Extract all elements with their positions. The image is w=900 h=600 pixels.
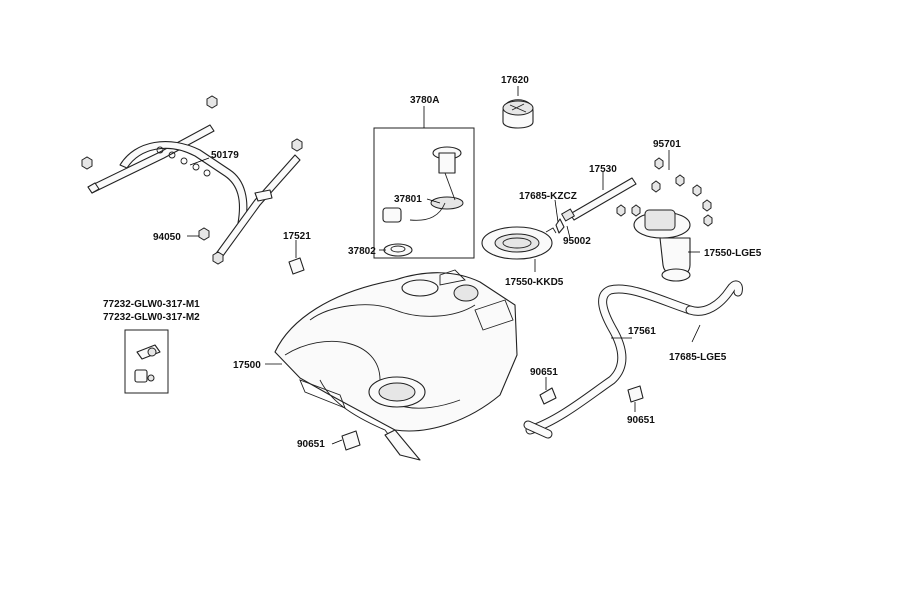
- label-37802: 37802: [348, 246, 376, 257]
- label-17550-lge5: 17550-LGE5: [704, 248, 762, 259]
- gasket-ring-17550-kkd5: [481, 226, 557, 260]
- fuel-gauge-sender-box: [373, 127, 475, 259]
- label-90651-b: 90651: [627, 415, 655, 426]
- vent-tube-17530: [560, 177, 637, 222]
- leader-lines: [187, 86, 701, 445]
- label-17550-kkd5: 17550-KKD5: [505, 277, 564, 288]
- label-17561: 17561: [628, 326, 656, 337]
- fuel-hose-17561: [523, 284, 695, 439]
- label-3780A: 3780A: [410, 95, 439, 106]
- label-37801: 37801: [394, 194, 422, 205]
- fuel-cap-17620: [502, 99, 534, 129]
- fuel-hose-17685-lge5: [685, 280, 743, 316]
- label-77232-m1: 77232-GLW0-317-M1: [103, 299, 200, 310]
- fuel-tank-band-assembly: [81, 95, 303, 265]
- label-90651-c: 90651: [297, 439, 325, 450]
- hose-clamp-c: [341, 430, 361, 451]
- label-50179: 50179: [211, 150, 239, 161]
- label-17685-lge5: 17685-LGE5: [669, 352, 727, 363]
- connector-box-77232: [124, 329, 169, 394]
- label-95701: 95701: [653, 139, 681, 150]
- label-17685-kzcz: 17685-KZCZ: [519, 191, 577, 202]
- label-90651-a: 90651: [530, 367, 558, 378]
- hose-clamp-b: [627, 385, 644, 403]
- label-94050: 94050: [153, 232, 181, 243]
- label-17500: 17500: [233, 360, 261, 371]
- label-95002: 95002: [563, 236, 591, 247]
- lock-nut-37802: [383, 243, 413, 257]
- bolts-95701: [616, 157, 713, 227]
- label-17530: 17530: [589, 164, 617, 175]
- bracket-17521-shape: [288, 257, 305, 275]
- hose-clamp-a: [539, 387, 557, 405]
- connector-17685-kzcz: [555, 218, 565, 234]
- label-17521: 17521: [283, 231, 311, 242]
- fuel-tank-17500: [274, 269, 518, 461]
- fuel-pump-17550-lge5: [633, 209, 691, 282]
- label-77232-m2: 77232-GLW0-317-M2: [103, 312, 200, 323]
- label-17620: 17620: [501, 75, 529, 86]
